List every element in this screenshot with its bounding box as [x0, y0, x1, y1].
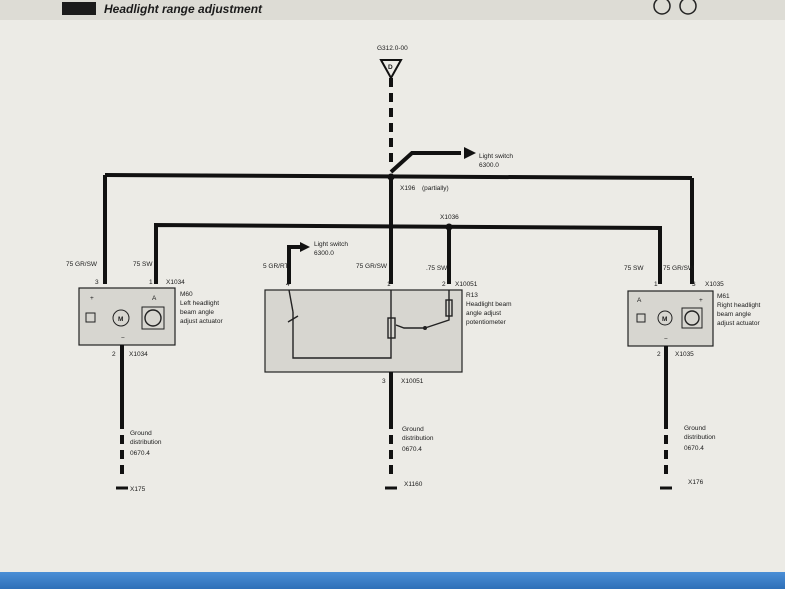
- arrow-right-icon: [300, 242, 310, 252]
- ground-right-terminal: X176: [688, 479, 704, 486]
- ground-left-ref: 0670.4: [130, 450, 150, 457]
- m61-line1: Right headlight: [717, 302, 761, 309]
- m60-motor-icon: [112, 309, 130, 327]
- title-bar: [0, 0, 785, 20]
- r13-resistor-icon: [387, 317, 396, 339]
- pin-m3: 3: [382, 378, 386, 385]
- ground-left-line2: distribution: [130, 439, 162, 446]
- wire-left-a: 75 GR/SW: [66, 261, 98, 268]
- m61-minus: −: [664, 336, 668, 343]
- wire-mid-b: 75 GR/SW: [356, 263, 388, 270]
- ground-mid-terminal: X1160: [404, 481, 423, 488]
- m60-gear-circle: [144, 309, 162, 327]
- wire-mid-c: .75 SW: [426, 265, 448, 272]
- r13-box[interactable]: [264, 289, 463, 373]
- print-icon[interactable]: [679, 0, 697, 15]
- pin-m2: 2: [442, 281, 446, 288]
- m61-gear-circle: [684, 310, 700, 326]
- light-switch-top-label: Light switch: [479, 153, 513, 160]
- mid-switch-lead: [287, 245, 306, 284]
- diagram-title: Headlight range adjustment: [104, 2, 263, 16]
- m61-a-pin: A: [637, 297, 642, 304]
- r13-line3: potentiometer: [466, 319, 507, 326]
- x1036-label: X1036: [440, 214, 459, 221]
- wire-mid-a: 5 GR/RT: [263, 263, 289, 270]
- ground-mid-line2: distribution: [402, 435, 434, 442]
- m60-motor-letter: M: [118, 316, 123, 323]
- m61-pot-icon: [636, 313, 646, 323]
- light-switch-mid-label: Light switch: [314, 241, 348, 248]
- r13-line1: Headlight beam: [466, 301, 512, 308]
- supply-terminal-icon: [379, 59, 403, 81]
- junction-dot: [445, 223, 453, 231]
- x1035-top-label: X1035: [705, 281, 724, 288]
- x1034-bot-label: X1034: [129, 351, 148, 358]
- pin-r2: 2: [657, 351, 661, 358]
- x196-note: (partially): [422, 185, 449, 192]
- x196-label: X196: [400, 185, 416, 192]
- x10051-bot-label: X10051: [401, 378, 424, 385]
- r13-line2: angle adjust: [466, 310, 501, 317]
- switch-lever: [389, 151, 452, 174]
- title-icon: [62, 2, 96, 15]
- supply-connector: G312.0-00: [377, 45, 408, 52]
- r13-sensor-icon: [287, 289, 299, 323]
- ground-right-ref: 0670.4: [684, 445, 704, 452]
- bus-x1036: [154, 222, 662, 284]
- x1035-bot-label: X1035: [675, 351, 694, 358]
- m61-motor-icon: [657, 310, 673, 326]
- light-switch-mid-ref: 6300.0: [314, 250, 334, 257]
- pin-r1: 1: [654, 281, 658, 288]
- m60-id: M60: [180, 291, 193, 298]
- m61-gear-icon: [681, 307, 703, 329]
- m60-line2: beam angle: [180, 309, 214, 316]
- m60-gear-icon: [141, 306, 165, 330]
- x1034-top-label: X1034: [166, 279, 185, 286]
- ground-mid-line1: Ground: [402, 426, 424, 433]
- m60-minus: −: [121, 335, 125, 342]
- m61-id: M61: [717, 293, 730, 300]
- light-switch-top-ref: 6300.0: [479, 162, 499, 169]
- x10051-top-label: X10051: [455, 281, 478, 288]
- pin-r3: 3: [692, 281, 696, 288]
- r13-wiper: [395, 324, 425, 329]
- pin-l2: 2: [112, 351, 116, 358]
- arrow-right-icon: [464, 147, 476, 159]
- r13-id: R13: [466, 292, 478, 299]
- m60-line1: Left headlight: [180, 300, 219, 307]
- wire-right-b: 75 GR/SW: [663, 265, 695, 272]
- m61-motor-letter: M: [662, 316, 667, 323]
- m61-plus: +: [699, 297, 703, 304]
- wire-right-a: 75 SW: [624, 265, 644, 272]
- wire-left-b: 75 SW: [133, 261, 153, 268]
- m61-line2: beam angle: [717, 311, 751, 318]
- ground-left-line1: Ground: [130, 430, 152, 437]
- m60-plus: +: [90, 295, 94, 302]
- m60-pot-icon: [85, 312, 96, 323]
- supply-pin: D: [388, 64, 393, 71]
- m60-a-pin: A: [152, 295, 157, 302]
- ground-right-line2: distribution: [684, 434, 716, 441]
- pin-m1: 1: [387, 281, 391, 288]
- pin-l1: 1: [149, 279, 153, 286]
- ground-left-terminal: X175: [130, 486, 146, 493]
- pin-l3: 3: [95, 279, 99, 286]
- r13-internal-wire: [292, 290, 392, 359]
- m60-line3: adjust actuator: [180, 318, 223, 325]
- taskbar[interactable]: [0, 572, 785, 589]
- ground-mid-ref: 0670.4: [402, 446, 422, 453]
- r13-resistor2-icon: [445, 299, 453, 317]
- m61-line3: adjust actuator: [717, 320, 760, 327]
- zoom-icon[interactable]: [653, 0, 671, 15]
- ground-right-line1: Ground: [684, 425, 706, 432]
- bus-x196: [104, 173, 693, 180]
- pin-m4: 4: [286, 281, 290, 288]
